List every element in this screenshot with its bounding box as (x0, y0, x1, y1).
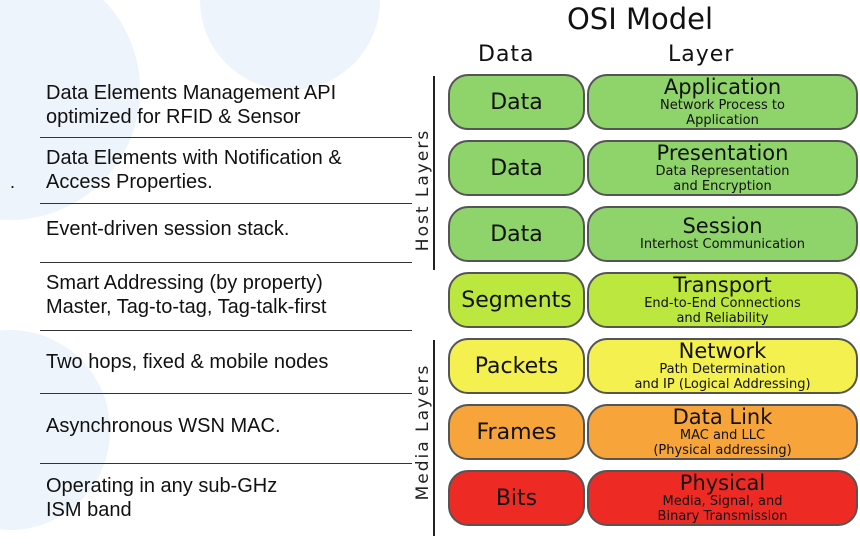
layer-presentation: Presentation Data Representation and Enc… (587, 140, 858, 196)
data-unit-data-link: Frames (448, 404, 585, 460)
layer-transport: Transport End-to-End Connections and Rel… (587, 272, 858, 328)
data-unit-physical: Bits (448, 470, 585, 526)
left-item: Two hops, fixed & mobile nodes (46, 350, 328, 374)
separator-line (40, 203, 412, 204)
left-item-line: optimized for RFID & Sensor (46, 106, 301, 128)
left-item: Operating in any sub-GHz ISM band (46, 474, 277, 522)
left-item-line: Two hops, fixed & mobile nodes (46, 351, 329, 373)
left-item-line: Master, Tag-to-tag, Tag-talk-first (46, 296, 327, 318)
data-unit-network: Packets (448, 338, 585, 394)
layer-network: Network Path Determination and IP (Logic… (587, 338, 858, 394)
layer-column-header: Layer (668, 42, 735, 67)
layer-desc: Network Process to (660, 97, 785, 113)
layer-application: Application Network Process to Applicati… (587, 74, 858, 130)
layer-name: Network (678, 338, 767, 363)
left-item-line: Data Elements with Notification & (46, 147, 342, 169)
left-item-line: Smart Addressing (by property) (46, 272, 323, 294)
layer-name: Session (682, 214, 763, 238)
separator-line (40, 393, 412, 394)
left-item-line: Asynchronous WSN MAC. (46, 415, 281, 437)
layer-desc: Interhost Communication (640, 237, 805, 252)
layer-desc: and Encryption (673, 178, 772, 194)
layer-desc: Data Representation (655, 163, 790, 179)
layer-name: Presentation (656, 140, 789, 165)
layer-desc: Binary Transmission (657, 508, 788, 524)
data-unit-session: Data (448, 206, 585, 262)
data-unit-application: Data (448, 74, 585, 130)
separator-line (40, 137, 412, 138)
left-item-line: Event-driven session stack. (46, 218, 290, 240)
bullet-dot: . (10, 172, 16, 192)
layer-desc: and Reliability (676, 310, 769, 326)
layer-desc: MAC and LLC (679, 427, 766, 443)
data-unit-transport: Segments (448, 272, 585, 328)
layer-name: Transport (673, 272, 772, 297)
layer-desc: (Physical addressing) (653, 442, 792, 458)
left-item-line: Access Properties. (46, 171, 213, 193)
layer-desc: End-to-End Connections (644, 295, 801, 311)
layer-desc: Application (686, 112, 759, 128)
media-layers-bracket (433, 340, 435, 536)
layer-name: Physical (679, 470, 766, 495)
layer-data-link: Data Link MAC and LLC (Physical addressi… (587, 404, 858, 460)
data-unit-presentation: Data (448, 140, 585, 196)
data-column-header: Data (478, 42, 535, 67)
separator-line (40, 330, 412, 331)
left-item-line: ISM band (46, 499, 132, 521)
left-item: Data Elements Management API optimized f… (46, 81, 336, 129)
layer-physical: Physical Media, Signal, and Binary Trans… (587, 470, 858, 526)
left-item-line: Data Elements Management API (46, 82, 337, 104)
left-item: Event-driven session stack. (46, 217, 289, 241)
layer-desc: Media, Signal, and (662, 493, 783, 509)
left-item: Asynchronous WSN MAC. (46, 414, 281, 438)
separator-line (40, 463, 412, 464)
layer-desc: and IP (Logical Addressing) (634, 376, 811, 392)
diagram-title: OSI Model (566, 2, 714, 36)
layer-session: Session Interhost Communication (587, 206, 858, 262)
left-item-line: Operating in any sub-GHz (46, 475, 278, 497)
layer-name: Application (663, 74, 782, 99)
host-layers-bracket (433, 76, 435, 270)
layer-desc: Path Determination (659, 361, 786, 377)
left-item: Smart Addressing (by property) Master, T… (46, 271, 326, 319)
left-item: Data Elements with Notification & Access… (46, 146, 342, 194)
separator-line (40, 262, 412, 263)
layer-name: Data Link (672, 404, 773, 429)
